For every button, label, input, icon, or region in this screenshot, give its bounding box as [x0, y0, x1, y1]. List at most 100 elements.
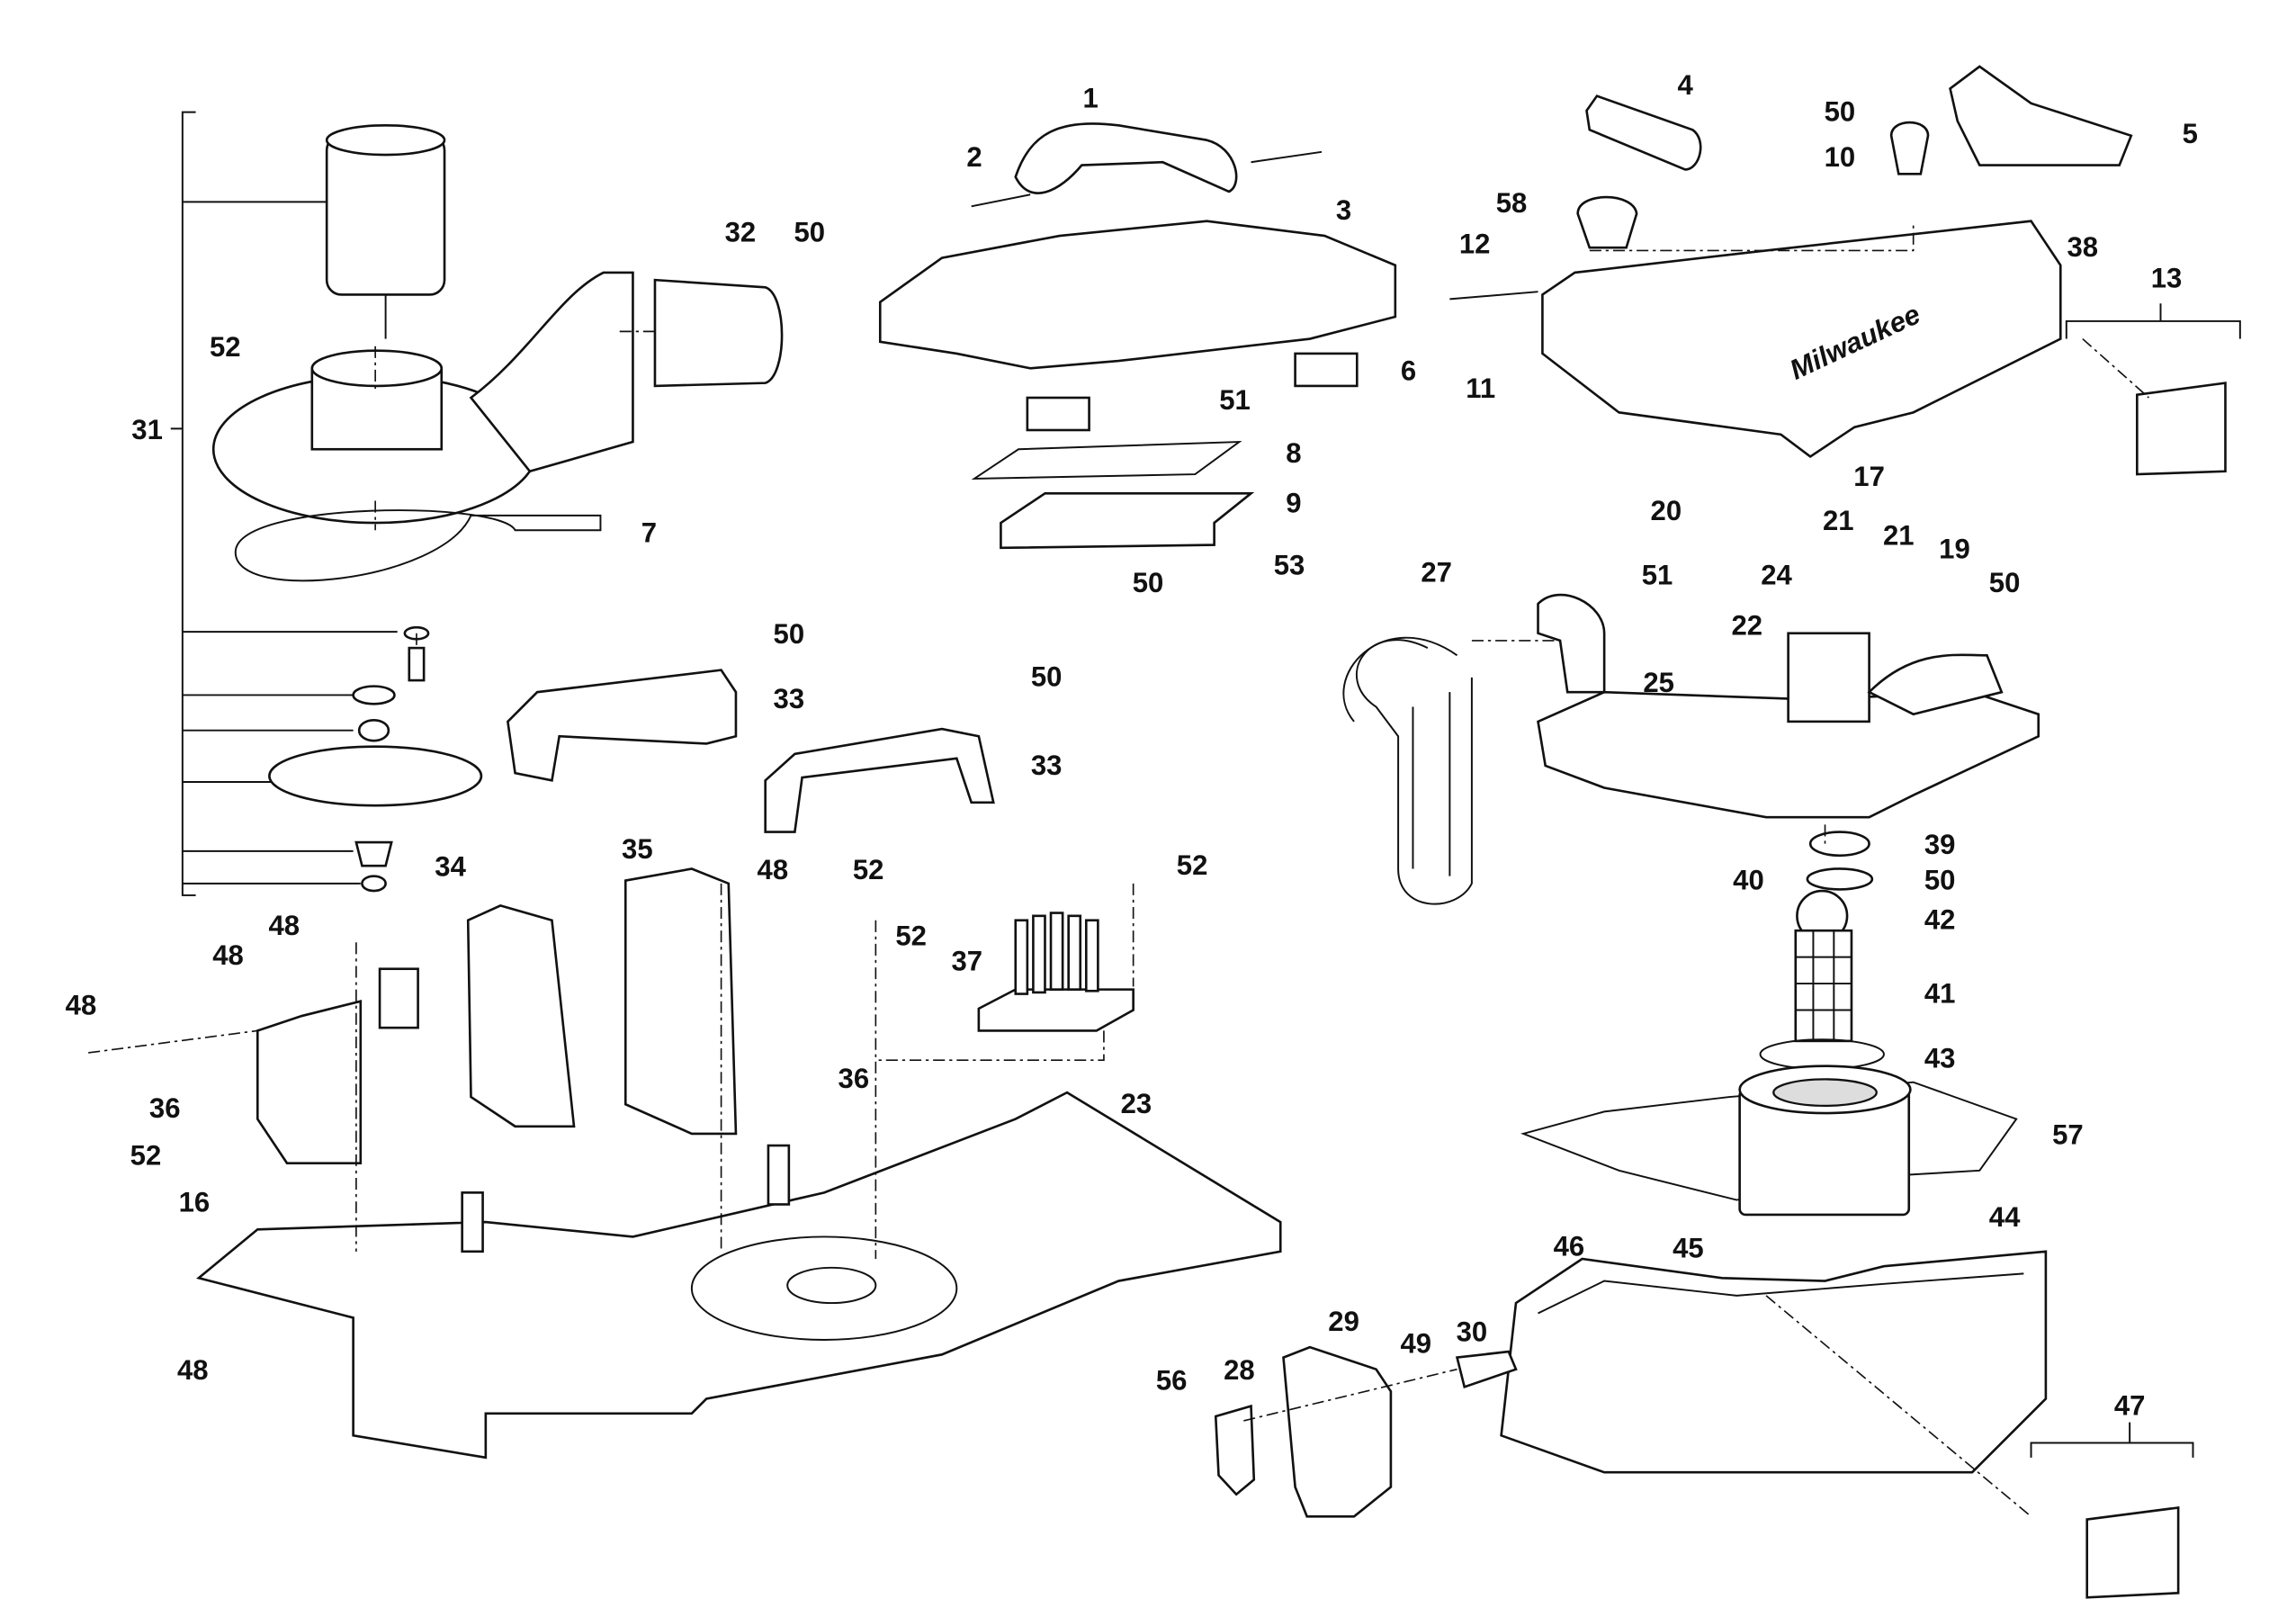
callout-20: 20 [1651, 495, 1682, 526]
callout-34: 34 [435, 851, 466, 883]
callout-38: 38 [2067, 231, 2099, 263]
callout-19: 19 [1939, 533, 1970, 564]
callout-52: 52 [895, 921, 927, 952]
bracket-part [256, 1000, 363, 1164]
callout-21: 21 [1823, 505, 1854, 536]
callout-48: 48 [212, 939, 244, 971]
callout-10: 10 [1825, 141, 1856, 173]
door-13 [2136, 382, 2227, 476]
callout-5: 5 [2183, 118, 2198, 149]
callout-50: 50 [1924, 864, 1956, 895]
handle-33b [764, 727, 995, 833]
callout-52: 52 [210, 331, 241, 363]
door-47 [2085, 1505, 2180, 1599]
callout-32: 32 [725, 217, 757, 248]
callout-51: 51 [1642, 560, 1673, 591]
callout-35: 35 [622, 833, 653, 865]
callout-47: 47 [2114, 1389, 2146, 1421]
filter-frame-9 [1000, 492, 1255, 550]
callout-40: 40 [1733, 864, 1764, 895]
handle-cover-33a [506, 669, 738, 782]
hose-27 [1356, 639, 1473, 905]
callout-27: 27 [1421, 556, 1452, 588]
callout-57: 57 [2052, 1118, 2084, 1150]
tank-lid-11 [1541, 220, 2062, 459]
callout-56: 56 [1156, 1365, 1188, 1397]
callout-13: 13 [2151, 262, 2183, 293]
callout-50: 50 [794, 217, 825, 248]
tank-46 [1500, 1250, 2048, 1474]
callout-50: 50 [774, 618, 805, 650]
clip-29 [1282, 1345, 1393, 1518]
callout-25: 25 [1643, 667, 1674, 698]
callout-1: 1 [1083, 83, 1099, 114]
callout-31: 31 [131, 414, 163, 445]
float-cage-41 [1794, 929, 1853, 1043]
callout-21: 21 [1883, 520, 1915, 552]
callout-48: 48 [268, 910, 300, 941]
callout-30: 30 [1457, 1316, 1488, 1348]
callout-2: 2 [966, 141, 982, 173]
callout-52: 52 [853, 854, 884, 885]
callout-3: 3 [1336, 194, 1351, 226]
part-shapes: Milwaukee [88, 65, 2241, 1599]
callout-58: 58 [1496, 187, 1528, 219]
callout-50: 50 [1989, 567, 2021, 598]
assembly-lines [88, 220, 2149, 1517]
callout-43: 43 [1924, 1042, 1956, 1073]
gasket-57 [1520, 1081, 2018, 1201]
callout-23: 23 [1121, 1088, 1152, 1119]
callout-44: 44 [1989, 1201, 2021, 1233]
callout-42: 42 [1924, 904, 1956, 936]
callout-28: 28 [1224, 1354, 1255, 1386]
crevice-tool-5 [1949, 65, 2133, 166]
bracket-lines [182, 201, 398, 885]
callout-7: 7 [641, 517, 657, 548]
callout-50: 50 [1825, 95, 1856, 127]
callout-41: 41 [1924, 977, 1956, 1009]
impeller [268, 745, 483, 807]
callout-22: 22 [1732, 609, 1763, 641]
callout-36: 36 [839, 1063, 870, 1094]
elbow-25 [1537, 593, 1606, 694]
callout-16: 16 [179, 1187, 211, 1218]
callout-24: 24 [1761, 560, 1792, 591]
top-cover-3 [878, 220, 1397, 370]
callout-48: 48 [758, 854, 789, 885]
callout-52: 52 [1177, 849, 1208, 881]
nozzle-4 [1585, 94, 1702, 171]
callout-53: 53 [1274, 549, 1305, 580]
callout-48: 48 [66, 989, 97, 1020]
callout-39: 39 [1924, 829, 1956, 860]
gasket-7 [234, 509, 602, 582]
main-body-23 [196, 1091, 1282, 1460]
callout-46: 46 [1554, 1231, 1585, 1262]
callout-36: 36 [149, 1092, 181, 1124]
callout-29: 29 [1328, 1306, 1359, 1337]
callout-51: 51 [1219, 384, 1251, 416]
hose-connector-32 [653, 278, 784, 388]
callout-49: 49 [1400, 1328, 1431, 1360]
callout-50: 50 [1133, 567, 1164, 598]
callout-4: 4 [1677, 69, 1693, 101]
callout-48: 48 [177, 1354, 209, 1386]
callout-9: 9 [1286, 488, 1301, 519]
callout-52: 52 [130, 1139, 162, 1171]
switch-module-34 [466, 903, 576, 1128]
callout-33: 33 [774, 683, 805, 714]
latch-28 [1214, 1404, 1256, 1496]
switch-plate-22 [1537, 690, 2040, 819]
callout-50: 50 [1031, 661, 1063, 693]
motor [325, 134, 446, 296]
circuit-board-35 [623, 867, 738, 1136]
callout-45: 45 [1673, 1232, 1704, 1263]
heatsink-37 [977, 988, 1135, 1032]
handle-1 [1014, 122, 1238, 194]
gasket-8 [971, 440, 1242, 481]
callout-11: 11 [1466, 373, 1495, 404]
callout-12: 12 [1459, 229, 1491, 260]
callout-8: 8 [1286, 437, 1301, 469]
gasket-43 [1759, 1038, 1885, 1070]
